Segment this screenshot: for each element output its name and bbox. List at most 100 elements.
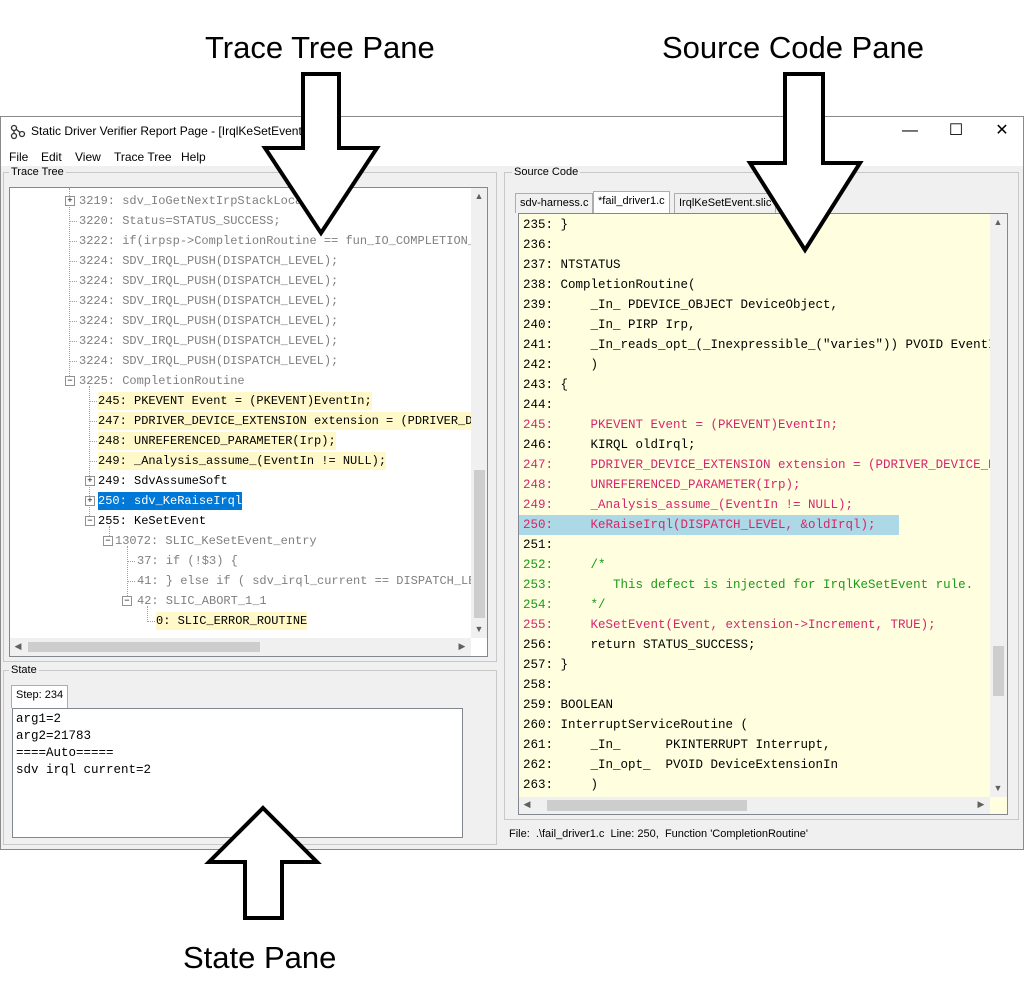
- code-line: 263: ): [523, 778, 599, 792]
- code-line-current: 250: KeRaiseIrql(DISPATCH_LEVEL, &oldIrq…: [519, 515, 899, 535]
- status-line: Line: 250,: [610, 828, 659, 840]
- tree-node[interactable]: 247: PDRIVER_DEVICE_EXTENSION extension …: [98, 412, 487, 430]
- trace-tree[interactable]: + − + + − − − 3219: sdv_IoGetNextIrpStac…: [9, 187, 488, 657]
- scroll-thumb[interactable]: [28, 642, 260, 652]
- scroll-thumb[interactable]: [547, 800, 747, 811]
- tree-node[interactable]: 249: _Analysis_assume_(EventIn != NULL);: [98, 452, 387, 470]
- tree-node[interactable]: 3224: SDV_IRQL_PUSH(DISPATCH_LEVEL);: [79, 314, 339, 328]
- tree-horizontal-scrollbar[interactable]: ◀ ▶: [10, 638, 471, 656]
- code-line: 251:: [523, 538, 554, 552]
- scroll-left-arrow[interactable]: ◀: [14, 641, 22, 651]
- status-bar: File: .\fail_driver1.c Line: 250, Functi…: [509, 828, 808, 840]
- code-line: 261: _In_ PKINTERRUPT Interrupt,: [523, 738, 831, 752]
- tree-node[interactable]: 3224: SDV_IRQL_PUSH(DISPATCH_LEVEL);: [79, 254, 339, 268]
- window-title: Static Driver Verifier Report Page - [Ir…: [31, 124, 306, 138]
- code-line-comment: 252: /*: [523, 558, 606, 572]
- code-line-comment: 253: This defect is injected for IrqlKeS…: [523, 578, 974, 592]
- code-line: 236:: [523, 238, 554, 252]
- menu-help[interactable]: Help: [181, 150, 206, 164]
- tree-node[interactable]: 3225: CompletionRoutine: [79, 374, 245, 388]
- trace-tree-pane-annotation: Trace Tree Pane: [205, 30, 435, 65]
- tree-node[interactable]: 42: SLIC_ABORT_1_1: [137, 594, 267, 608]
- code-line: 243: {: [523, 378, 569, 392]
- tree-node[interactable]: 248: UNREFERENCED_PARAMETER(Irp);: [98, 432, 336, 450]
- collapse-toggle[interactable]: −: [65, 376, 75, 386]
- state-pane-annotation: State Pane: [183, 940, 337, 975]
- source-code-pane-annotation: Source Code Pane: [662, 30, 924, 65]
- code-line-traced: 249: _Analysis_assume_(EventIn != NULL);: [523, 498, 854, 512]
- code-line: 259: BOOLEAN: [523, 698, 614, 712]
- status-file: File: .\fail_driver1.c: [509, 828, 605, 840]
- code-line: 239: _In_ PDEVICE_OBJECT DeviceObject,: [523, 298, 839, 312]
- collapse-toggle[interactable]: −: [103, 536, 113, 546]
- scroll-left-arrow[interactable]: ◀: [523, 799, 531, 809]
- tree-node[interactable]: 37: if (!$3) {: [137, 554, 238, 568]
- collapse-toggle[interactable]: −: [85, 516, 95, 526]
- code-line: 260: InterruptServiceRoutine (: [523, 718, 749, 732]
- tree-node[interactable]: 3224: SDV_IRQL_PUSH(DISPATCH_LEVEL);: [79, 294, 339, 308]
- status-function: Function 'CompletionRoutine': [664, 828, 808, 840]
- tree-node[interactable]: 3222: if(irpsp->CompletionRoutine == fun…: [79, 234, 488, 248]
- state-variables: arg1=2 arg2=21783 ====Auto===== sdv irql…: [12, 708, 463, 838]
- tree-node[interactable]: 3224: SDV_IRQL_PUSH(DISPATCH_LEVEL);: [79, 274, 339, 288]
- scroll-right-arrow[interactable]: ▶: [977, 799, 985, 809]
- tree-node[interactable]: 41: } else if ( sdv_irql_current == DISP…: [137, 574, 488, 588]
- scroll-down-arrow[interactable]: ▼: [474, 624, 484, 634]
- tree-node-selected[interactable]: 250: sdv_KeRaiseIrql: [98, 492, 243, 510]
- trace-tree-group: [3, 172, 497, 662]
- scroll-right-arrow[interactable]: ▶: [458, 641, 466, 651]
- code-line: 256: return STATUS_SUCCESS;: [523, 638, 756, 652]
- state-line: ====Auto=====: [16, 746, 114, 760]
- tab-fail-driver1[interactable]: *fail_driver1.c: [593, 191, 670, 213]
- code-line-traced: 247: PDRIVER_DEVICE_EXTENSION extension …: [523, 458, 1008, 472]
- tab-sdv-harness[interactable]: sdv-harness.c: [515, 193, 594, 213]
- code-line-traced: 245: PKEVENT Event = (PKEVENT)EventIn;: [523, 418, 839, 432]
- scroll-thumb[interactable]: [993, 646, 1004, 696]
- code-line: 244:: [523, 398, 554, 412]
- source-code-view[interactable]: 235: } 236: 237: NTSTATUS 238: Completio…: [518, 213, 1008, 815]
- tab-irqlkesetevent-slic[interactable]: IrqlKeSetEvent.slic: [674, 193, 777, 213]
- tree-node[interactable]: 249: SdvAssumeSoft: [98, 474, 228, 488]
- tree-node[interactable]: 0: SLIC_ERROR_ROUTINE: [156, 612, 308, 630]
- menu-trace-tree[interactable]: Trace Tree: [114, 150, 172, 164]
- trace-tree-title: Trace Tree: [9, 166, 66, 178]
- menu-bar: File Edit View Trace Tree Help: [1, 147, 1023, 166]
- tree-node[interactable]: 3224: SDV_IRQL_PUSH(DISPATCH_LEVEL);: [79, 334, 339, 348]
- title-bar: Static Driver Verifier Report Page - [Ir…: [1, 117, 1023, 147]
- code-line: 242: ): [523, 358, 599, 372]
- code-horizontal-scrollbar[interactable]: ◀ ▶: [519, 797, 990, 814]
- tree-node[interactable]: 3219: sdv_IoGetNextIrpStackLocation: [79, 194, 332, 208]
- state-title: State: [9, 664, 39, 676]
- state-line: arg2=21783: [16, 729, 92, 743]
- tree-vertical-scrollbar[interactable]: ▲ ▼: [471, 188, 487, 638]
- code-line: 240: _In_ PIRP Irp,: [523, 318, 696, 332]
- scroll-thumb[interactable]: [474, 470, 485, 618]
- tree-node[interactable]: 3224: SDV_IRQL_PUSH(DISPATCH_LEVEL);: [79, 354, 339, 368]
- scroll-down-arrow[interactable]: ▼: [993, 783, 1003, 793]
- expand-toggle[interactable]: +: [85, 476, 95, 486]
- tree-node[interactable]: 13072: SLIC_KeSetEvent_entry: [115, 534, 317, 548]
- tree-node[interactable]: 255: KeSetEvent: [98, 514, 207, 528]
- menu-view[interactable]: View: [75, 150, 101, 164]
- code-line-traced: 248: UNREFERENCED_PARAMETER(Irp);: [523, 478, 801, 492]
- menu-edit[interactable]: Edit: [41, 150, 62, 164]
- scroll-up-arrow[interactable]: ▲: [993, 217, 1003, 227]
- code-line: 235: }: [523, 218, 569, 232]
- code-line: 238: CompletionRoutine(: [523, 278, 696, 292]
- menu-file[interactable]: File: [9, 150, 29, 164]
- scroll-up-arrow[interactable]: ▲: [474, 191, 484, 201]
- expand-toggle[interactable]: +: [85, 496, 95, 506]
- maximize-button[interactable]: ☐: [948, 122, 964, 139]
- tree-node[interactable]: 245: PKEVENT Event = (PKEVENT)EventIn;: [98, 392, 372, 410]
- tree-node[interactable]: 3220: Status=STATUS_SUCCESS;: [79, 214, 281, 228]
- collapse-toggle[interactable]: −: [122, 596, 132, 606]
- sdv-app-icon: [10, 124, 26, 140]
- code-line: 262: _In_opt_ PVOID DeviceExtensionIn: [523, 758, 839, 772]
- code-vertical-scrollbar[interactable]: ▲ ▼: [990, 214, 1007, 797]
- close-button[interactable]: ✕: [995, 122, 1009, 139]
- tab-step[interactable]: Step: 234: [11, 685, 69, 708]
- code-line: 246: KIRQL oldIrql;: [523, 438, 696, 452]
- expand-toggle[interactable]: +: [65, 196, 75, 206]
- minimize-button[interactable]: —: [902, 122, 918, 139]
- code-line: 241: _In_reads_opt_(_Inexpressible_("var…: [523, 338, 1004, 352]
